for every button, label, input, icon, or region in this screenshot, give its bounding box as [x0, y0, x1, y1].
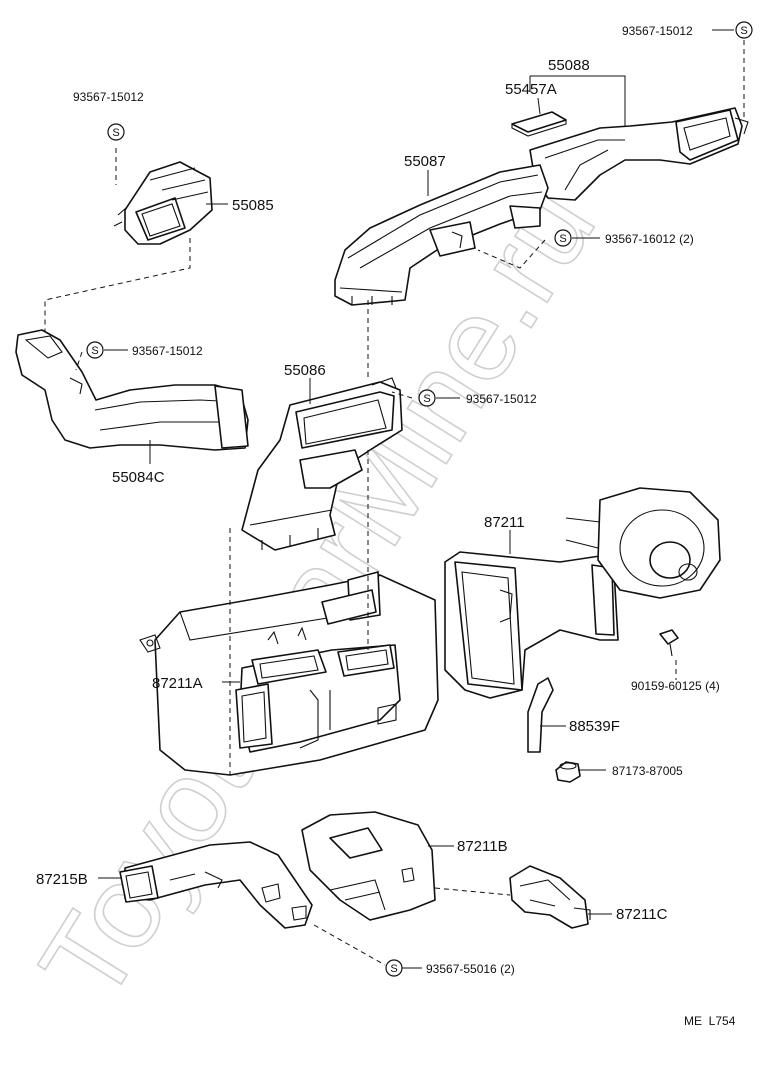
svg-text:S: S — [740, 25, 747, 37]
label-88539F: 88539F — [569, 718, 620, 735]
clip-symbol-top-right: S — [735, 21, 753, 39]
duct-87215B-drawing — [119, 841, 313, 929]
label-55087: 55087 — [404, 153, 446, 170]
duct-55086-drawing — [241, 377, 403, 551]
label-93567-16012-2: 93567-16012 (2) — [605, 232, 694, 246]
hose-88539F-drawing — [527, 677, 554, 753]
clip-symbol-duct-55084C: S — [86, 341, 104, 359]
svg-text:S: S — [559, 233, 566, 245]
pad-55457A-drawing — [511, 111, 567, 137]
duct-55087-drawing — [334, 164, 549, 306]
label-55457A: 55457A — [505, 81, 557, 98]
label-90159-60125-4: 90159-60125 (4) — [631, 679, 720, 693]
unit-87211A-drawing — [139, 571, 439, 776]
label-55088: 55088 — [548, 57, 590, 74]
clip-symbol-duct-55086: S — [418, 389, 436, 407]
bracket-87211C-drawing — [509, 865, 591, 929]
clip-symbol-duct-55087: S — [554, 229, 572, 247]
clip-symbol-left: S — [107, 123, 125, 141]
svg-text:S: S — [91, 345, 98, 357]
footer-code: ME L754 — [684, 1014, 736, 1028]
duct-55088-drawing — [529, 107, 749, 201]
svg-text:S: S — [390, 963, 397, 975]
label-55086: 55086 — [284, 362, 326, 379]
label-87211: 87211 — [484, 514, 525, 531]
case-87211B-drawing — [301, 811, 436, 921]
label-93567-55016-2: 93567-55016 (2) — [426, 962, 515, 976]
label-93567-15012-mid: 93567-15012 — [132, 344, 203, 358]
label-87173-87005: 87173-87005 — [612, 764, 683, 778]
label-93567-15012-top: 93567-15012 — [622, 24, 693, 38]
svg-text:S: S — [112, 127, 119, 139]
label-55085: 55085 — [232, 197, 274, 214]
label-55084C: 55084C — [112, 469, 165, 486]
duct-55084C-drawing — [15, 329, 249, 451]
duct-55085-drawing — [113, 161, 213, 245]
leader-lines — [98, 29, 734, 969]
grommet-87173-87005-drawing — [555, 761, 581, 783]
label-93567-15012-left: 93567-15012 — [73, 90, 144, 104]
svg-text:S: S — [423, 393, 430, 405]
label-87211A: 87211A — [152, 675, 203, 692]
alignment-lines — [44, 40, 745, 966]
screw-90159-60125-drawing — [659, 629, 679, 657]
label-87215B: 87215B — [36, 871, 88, 888]
blower-87211-drawing — [444, 487, 721, 699]
label-87211B: 87211B — [457, 838, 508, 855]
clip-symbol-bottom: S — [385, 959, 403, 977]
label-87211C: 87211C — [616, 906, 668, 923]
label-93567-15012-right: 93567-15012 — [466, 392, 537, 406]
